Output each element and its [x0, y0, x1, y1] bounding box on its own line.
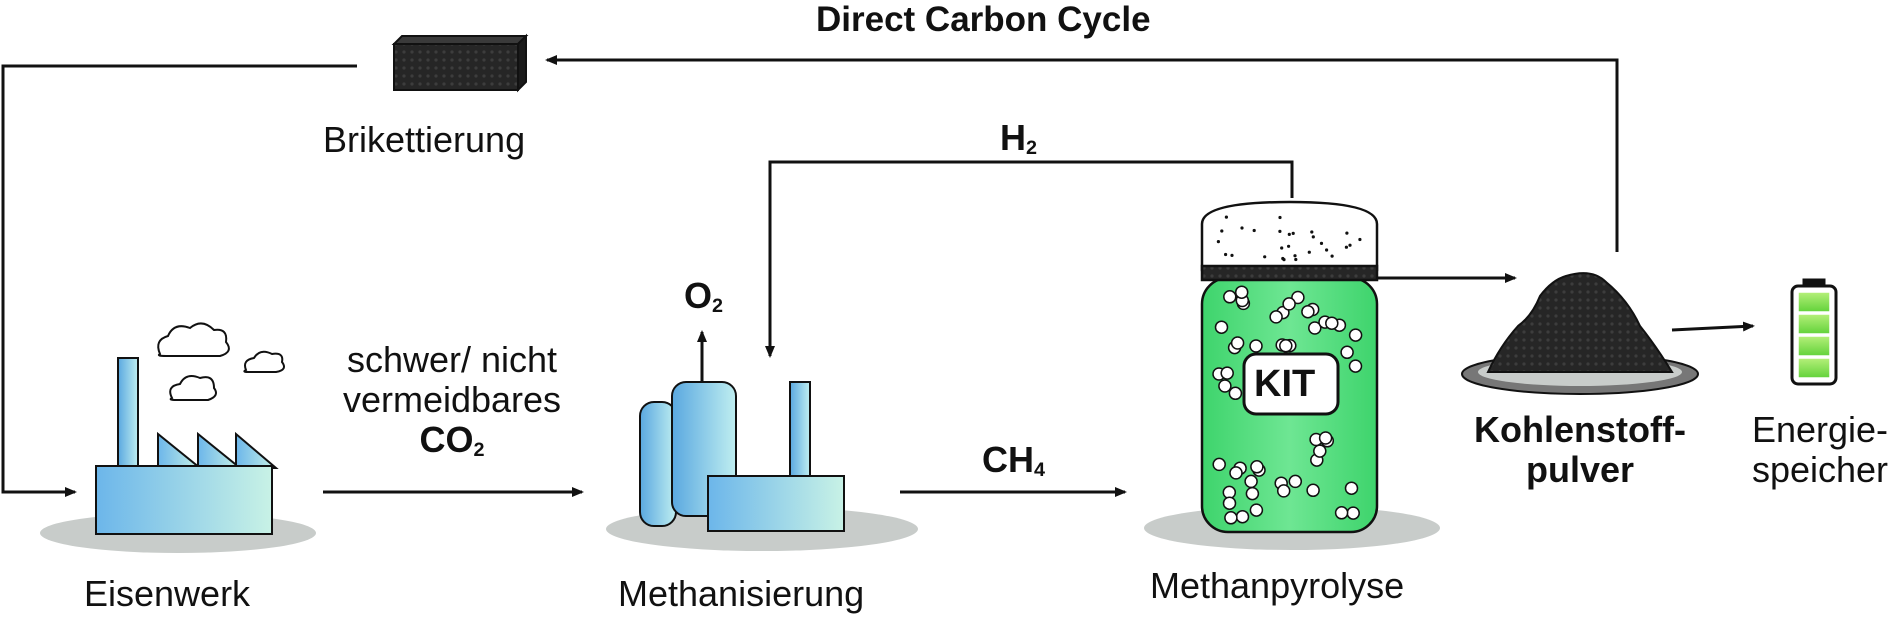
gas-dot: [1325, 248, 1329, 252]
gas-dot: [1310, 230, 1314, 234]
bubble: [1288, 474, 1303, 489]
kit-badge-label: KIT: [1254, 363, 1316, 405]
kohlenstoff-line2: pulver: [1525, 449, 1635, 490]
edge-direct-carbon-cycle: [1, 55, 1619, 497]
co2-line2: vermeidbares: [342, 379, 562, 420]
gas-dot: [1287, 232, 1291, 236]
bubble: [1282, 297, 1296, 311]
gas-dot: [1216, 240, 1220, 244]
gas-dot: [1293, 254, 1297, 258]
node-label-brikettierung: Brikettierung: [323, 119, 526, 160]
gas-dot: [1287, 244, 1291, 248]
gas-dot: [1230, 253, 1234, 257]
bubble: [1218, 379, 1232, 393]
gas-dot: [1358, 237, 1362, 242]
bubble: [1344, 481, 1359, 495]
bubble: [1234, 285, 1249, 299]
gas-dot: [1282, 258, 1286, 262]
gas-dot: [1224, 252, 1228, 257]
methanation-plant-icon: [606, 381, 918, 551]
gas-dot: [1307, 250, 1311, 254]
bubble: [1212, 457, 1226, 472]
bubble: [1313, 444, 1327, 458]
node-label-eisenwerk: Eisenwerk: [84, 573, 251, 614]
gas-dot: [1319, 241, 1324, 245]
bubble: [1230, 336, 1245, 350]
bubble: [1250, 460, 1264, 474]
energie-line2: speicher: [1751, 449, 1889, 490]
gas-dot: [1345, 231, 1349, 235]
bubble: [1325, 316, 1339, 330]
bubble: [1346, 506, 1360, 520]
bubble: [1229, 466, 1243, 480]
gas-dots: [1216, 215, 1362, 262]
bubble: [1334, 506, 1349, 520]
edge-label-o2: O2: [684, 275, 724, 317]
gas-dot: [1280, 246, 1284, 250]
gas-dot: [1330, 254, 1334, 258]
bubble: [1348, 328, 1363, 342]
edge-label-h2: H2: [1000, 117, 1038, 159]
gas-dot: [1278, 229, 1282, 233]
bubble: [1276, 484, 1291, 498]
kit-badge: [1242, 352, 1340, 416]
bubble: [1245, 486, 1260, 501]
bubble: [1249, 339, 1263, 353]
bubble: [1301, 304, 1315, 319]
bubble: [1348, 359, 1363, 373]
briquette-icon: [391, 33, 529, 93]
edge-h2-return: [765, 160, 1294, 358]
bubble: [1224, 511, 1238, 525]
gas-dot: [1278, 215, 1282, 220]
edge-label-co2: schwer/ nicht vermeidbares CO2: [324, 340, 580, 470]
reactor-bubbles: [1212, 285, 1363, 525]
node-label-kohlenstoffpulver: Kohlenstoff- pulver: [1460, 410, 1700, 490]
gas-dot: [1291, 231, 1295, 235]
bubble: [1235, 509, 1250, 524]
gas-dot: [1294, 257, 1298, 262]
bubble: [1249, 503, 1264, 517]
edge-energy: [1671, 321, 1755, 332]
diagram-title: Direct Carbon Cycle: [816, 0, 1151, 39]
bubble: [1318, 431, 1333, 445]
gas-dot: [1344, 245, 1348, 249]
battery-icon: [1790, 278, 1838, 386]
smoke-cloud-icon: [157, 322, 285, 401]
gas-dot: [1220, 229, 1224, 233]
gas-dot: [1263, 255, 1267, 259]
bubble: [1223, 290, 1237, 304]
bubble: [1269, 310, 1283, 324]
factory-icon: [40, 357, 316, 553]
bubble: [1306, 483, 1320, 498]
edge-label-ch4: CH4: [982, 439, 1046, 481]
gas-dot: [1240, 226, 1244, 230]
co2-formula: CO2: [419, 419, 485, 461]
gas-dot: [1224, 215, 1228, 219]
energie-line1: Energie-: [1751, 409, 1889, 450]
bubble: [1228, 386, 1243, 401]
bubble: [1244, 474, 1258, 489]
bubble: [1222, 496, 1237, 510]
bubble: [1279, 339, 1293, 353]
gas-dot: [1252, 228, 1256, 233]
bubble: [1214, 320, 1229, 334]
node-label-energiespeicher: Energie- speicher: [1740, 410, 1900, 490]
gas-dot: [1348, 243, 1352, 247]
bubble: [1340, 345, 1354, 360]
node-label-methanisierung: Methanisierung: [618, 573, 865, 614]
carbon-powder-pile-icon: [1461, 272, 1699, 395]
kohlenstoff-line1: Kohlenstoff-: [1474, 409, 1686, 450]
co2-line1: schwer/ nicht: [346, 339, 558, 380]
bubble: [1308, 321, 1322, 335]
gas-dot: [1311, 235, 1315, 239]
bubble: [1220, 366, 1234, 380]
node-label-methanpyrolyse: Methanpyrolyse: [1150, 565, 1405, 606]
